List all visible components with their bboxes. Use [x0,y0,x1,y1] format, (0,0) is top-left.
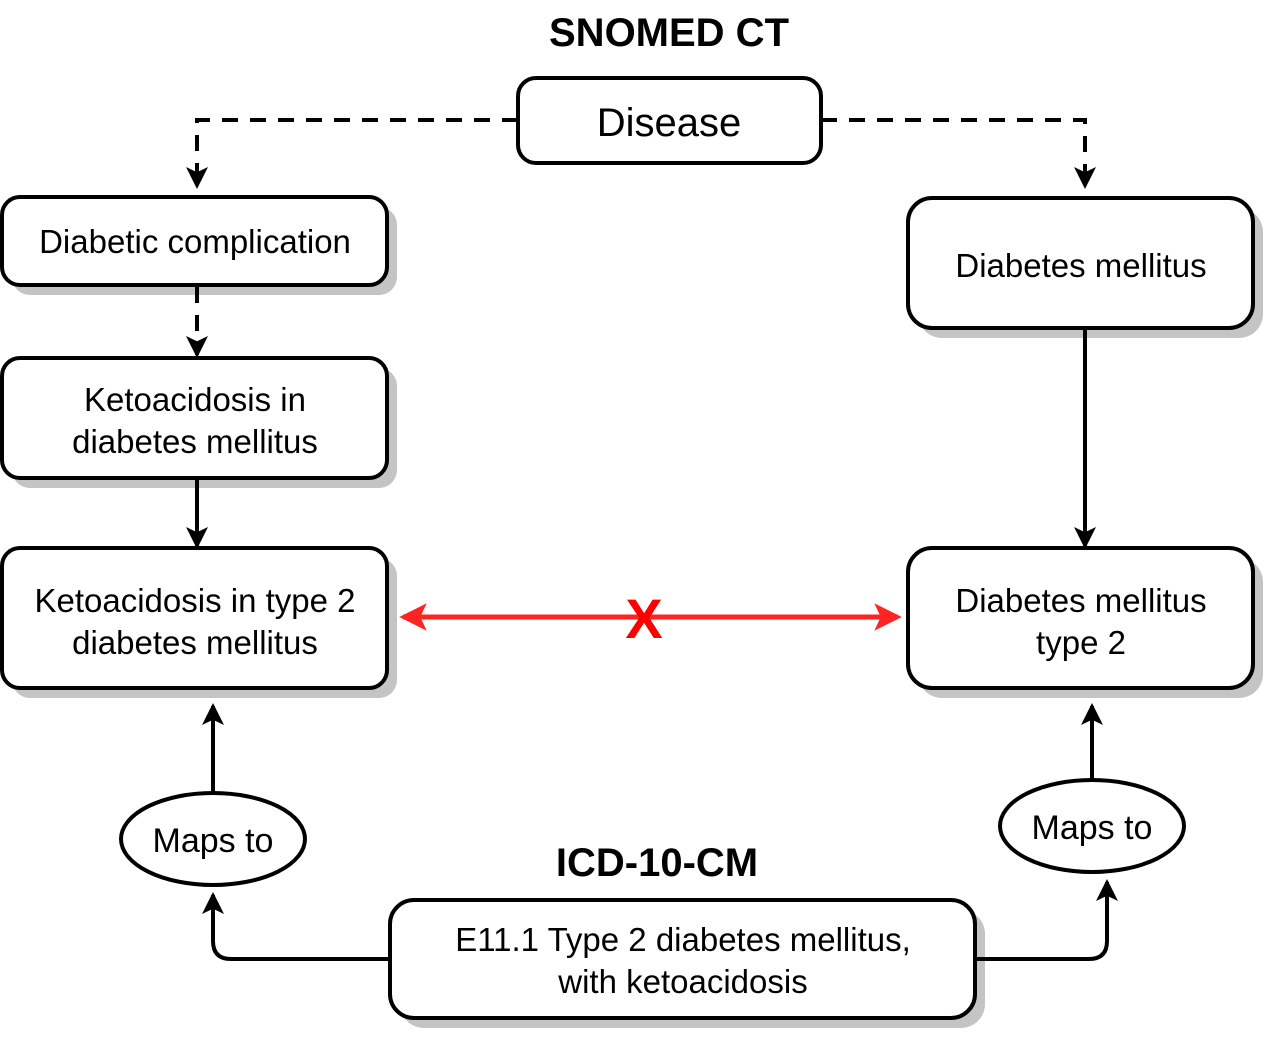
node-ketoacidosis-dm-label-line1: Ketoacidosis in [84,381,306,418]
edge-disease-to-diabetes-mellitus [821,118,1096,189]
node-ketoacidosis-t2dm-label-line1: Ketoacidosis in type 2 [34,582,355,619]
node-maps-to-right-ellipse[interactable] [998,778,1186,874]
node-ketoacidosis-t2dm-box[interactable] [0,546,389,690]
node-icd-code-label-line1: E11.1 Type 2 diabetes mellitus, [455,921,911,958]
node-maps-to-right-label: Maps to [1032,809,1153,847]
icd-10-cm-title: ICD-10-CM [556,841,758,885]
edge-disease-to-diabetic-complication [186,118,518,189]
node-diabetic-complication-label: Diabetic complication [39,223,351,260]
node-dm-type2-box[interactable] [906,546,1255,690]
edge-icd-to-maps-to-left [202,892,390,961]
node-icd-code-label-line2: with ketoacidosis [557,963,807,1000]
node-diabetes-mellitus-box[interactable] [906,196,1255,330]
no-match-x-icon: X [625,587,662,650]
node-diabetic-complication-box[interactable] [0,195,389,287]
node-diabetes-mellitus-label: Diabetes mellitus [955,247,1206,284]
node-ketoacidosis-dm-label-line2: diabetes mellitus [72,423,318,460]
node-icd-code-box[interactable] [388,898,977,1020]
node-disease-label: Disease [597,101,742,145]
node-maps-to-left-ellipse[interactable] [119,791,307,887]
edge-icd-to-maps-to-right [975,879,1118,961]
snomed-ct-title: SNOMED CT [549,11,789,55]
node-dm-type2-label-line1: Diabetes mellitus [955,582,1206,619]
node-ketoacidosis-t2dm-label-line2: diabetes mellitus [72,624,318,661]
node-dm-type2-label-line2: type 2 [1036,624,1126,661]
node-maps-to-left-label: Maps to [153,822,274,860]
node-disease-box[interactable] [516,76,823,165]
node-ketoacidosis-dm-box[interactable] [0,356,389,480]
